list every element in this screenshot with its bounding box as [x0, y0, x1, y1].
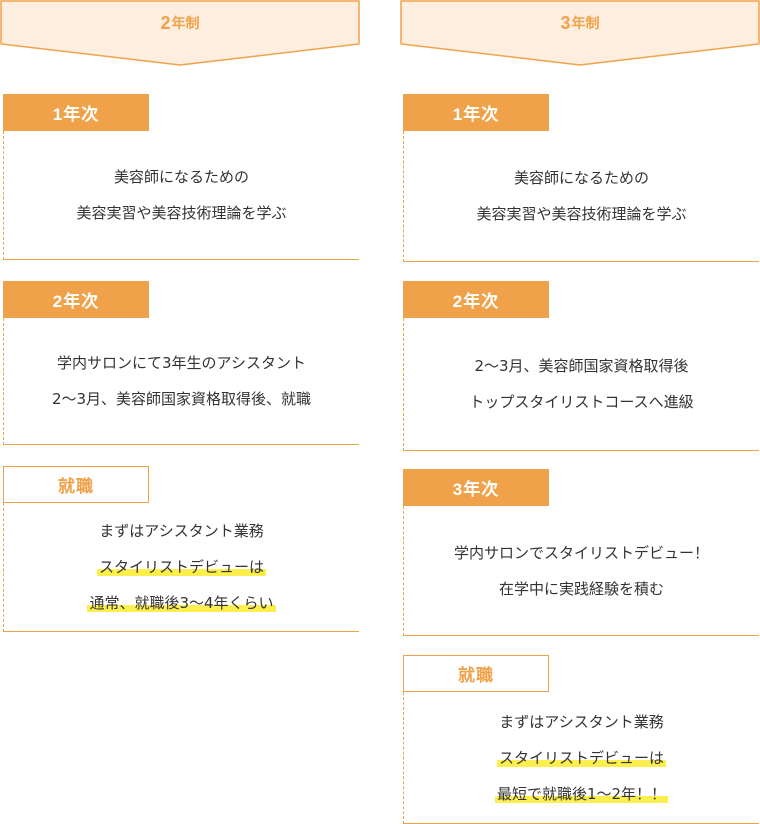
highlighted-line: 最短で就職後1〜2年！！: [494, 784, 669, 803]
description-line: まずはアシスタント業務: [499, 712, 664, 731]
description-line: 2〜3月、美容師国家資格取得後: [474, 357, 689, 375]
course-title-number: 3: [560, 12, 571, 33]
description-line: 美容実習や美容技術理論を学ぶ: [76, 204, 287, 222]
step-description: まずはアシスタント業務 スタイリストデビューは 通常、就職後3〜4年くらい: [3, 503, 359, 632]
description-line: 美容師になるための: [513, 169, 649, 187]
step-label: 3年次: [403, 469, 549, 506]
description-line: 学内サロンにて3年生のアシスタント: [57, 354, 306, 372]
step-description: 美容師になるための 美容実習や美容技術理論を学ぶ: [3, 131, 359, 260]
description-line: 美容師になるための: [113, 168, 249, 186]
step-description: まずはアシスタント業務 スタイリストデビューは 最短で就職後1〜2年！！: [403, 692, 759, 824]
description-line: 学内サロンでスタイリストデビュー！: [453, 543, 709, 562]
step-label: 就職: [3, 466, 149, 503]
description-line: 美容実習や美容技術理論を学ぶ: [476, 205, 687, 223]
highlighted-line: スタイリストデビューは: [496, 748, 666, 767]
course-title-number: 2: [160, 12, 171, 33]
description-line: まずはアシスタント業務: [99, 522, 264, 540]
course-title-unit: 年制: [171, 15, 200, 31]
header-arrow-shape: [0, 0, 360, 66]
description-line: トップスタイリストコースへ進級: [469, 393, 694, 411]
step-description: 美容師になるための 美容実習や美容技術理論を学ぶ: [403, 131, 759, 262]
step-label: 1年次: [3, 94, 149, 131]
step-label: 2年次: [3, 281, 149, 318]
step-label: 就職: [403, 655, 549, 692]
step-description: 学内サロンにて3年生のアシスタント 2〜3月、美容師国家資格取得後、就職: [3, 318, 359, 445]
description-line: 2〜3月、美容師国家資格取得後、就職: [51, 390, 312, 408]
description-line: 在学中に実践経験を積む: [498, 579, 664, 598]
header-arrow-shape: [400, 0, 760, 66]
step-label: 2年次: [403, 281, 549, 318]
step-description: 2〜3月、美容師国家資格取得後 トップスタイリストコースへ進級: [403, 318, 759, 451]
step-description: 学内サロンでスタイリストデビュー！ 在学中に実践経験を積む: [403, 506, 759, 636]
course-title-unit: 年制: [571, 15, 600, 31]
highlighted-line: スタイリストデビューは: [96, 558, 266, 576]
highlighted-line: 通常、就職後3〜4年くらい: [87, 594, 276, 612]
step-label: 1年次: [403, 94, 549, 131]
